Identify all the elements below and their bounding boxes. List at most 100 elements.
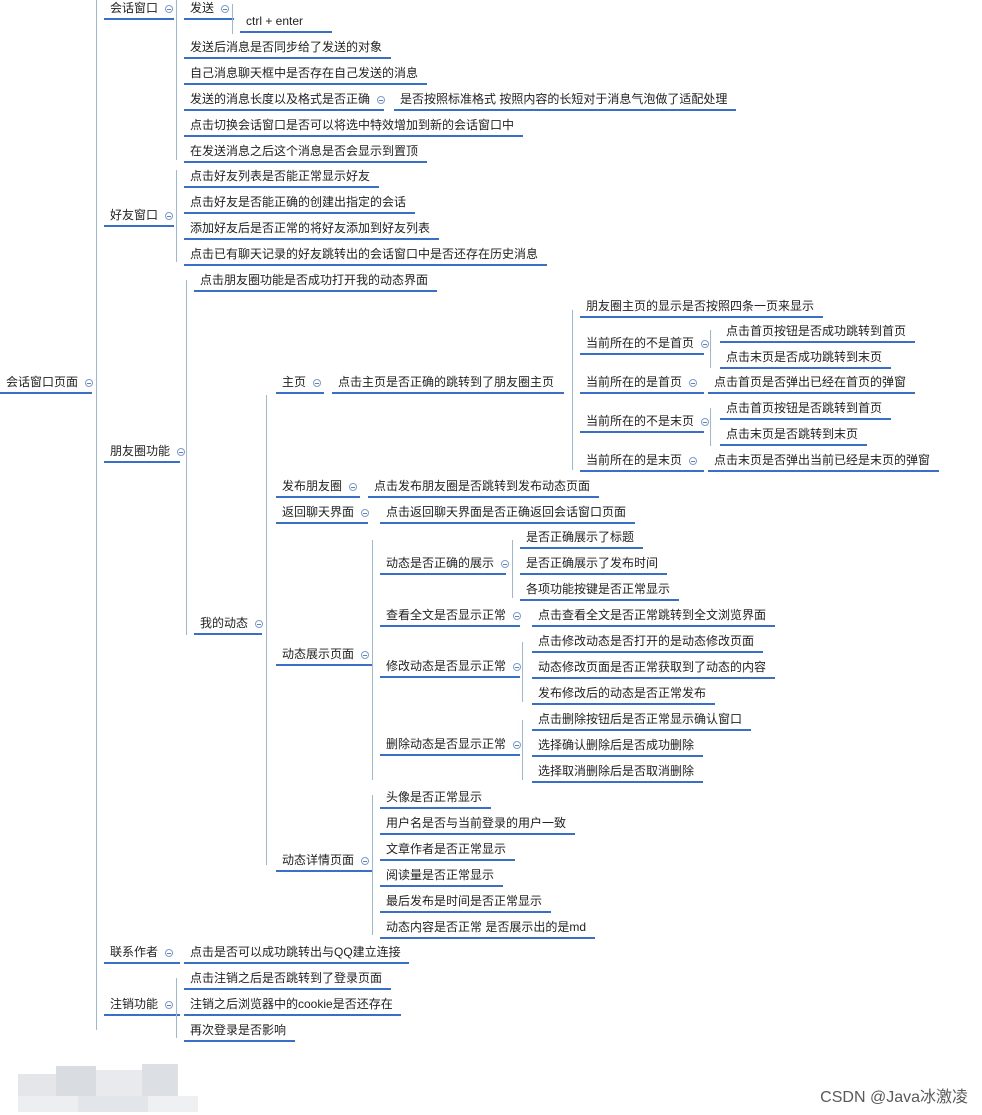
logout-item-3-underline	[184, 1040, 295, 1042]
display-edit-collapse-toggle[interactable]	[513, 663, 521, 671]
friends-item-1: 点击好友列表是否能正常显示好友	[190, 169, 371, 183]
detail-item-4: 阅读量是否正常显示	[386, 868, 495, 882]
home-not-first-2-underline	[720, 367, 891, 369]
contact-check: 点击是否可以成功跳转出与QQ建立连接	[190, 945, 401, 959]
display-edit-2: 动态修改页面是否正常获取到了动态的内容	[538, 660, 767, 674]
publish-node-collapse-toggle[interactable]	[349, 483, 357, 491]
branch-friends-collapse-toggle[interactable]	[165, 212, 173, 220]
chat-item-2-underline	[184, 83, 427, 85]
home-not-last-1-underline	[720, 418, 891, 420]
home-check-underline	[332, 392, 564, 394]
chat-item-3-collapse-toggle[interactable]	[377, 96, 385, 104]
back-check: 点击返回聊天界面是否正确返回会话窗口页面	[386, 505, 627, 519]
display-edit-2-underline	[532, 677, 775, 679]
watermark: CSDN @Java冰激凌	[820, 1089, 968, 1106]
publish-check-underline	[368, 496, 599, 498]
display-fulltext-collapse-toggle[interactable]	[513, 612, 521, 620]
chat-item-5: 在发送消息之后这个消息是否会显示到置顶	[190, 144, 419, 158]
branch-friends-underline	[104, 225, 174, 227]
home-is-first-item: 点击首页是否弹出已经在首页的弹窗	[714, 375, 907, 389]
display-edit-underline	[380, 676, 520, 678]
friends-item-3-underline	[184, 238, 439, 240]
home-not-first-2: 点击末页是否成功跳转到末页	[726, 350, 883, 364]
moments-trunk	[186, 280, 187, 635]
display-fulltext: 查看全文是否显示正常	[386, 608, 507, 622]
display-fulltext-underline	[380, 625, 520, 627]
root-node-underline	[0, 392, 92, 394]
chat-item-5-underline	[184, 161, 427, 163]
my-posts-trunk	[266, 395, 267, 865]
display-delete: 删除动态是否显示正常	[386, 737, 507, 751]
branch-moments-collapse-toggle[interactable]	[177, 448, 185, 456]
home-is-last-underline	[580, 470, 704, 472]
delete-trunk	[522, 720, 523, 780]
root-trunk	[96, 0, 97, 1030]
detail-item-5-underline	[380, 911, 551, 913]
display-delete-collapse-toggle[interactable]	[513, 741, 521, 749]
not-first-trunk	[710, 330, 711, 368]
detail-item-1: 头像是否正常显示	[386, 790, 483, 804]
publish-node-underline	[276, 496, 360, 498]
branch-contact-underline	[104, 962, 180, 964]
detail-node-underline	[276, 870, 372, 872]
detail-node: 动态详情页面	[282, 853, 355, 867]
chat-send-collapse-toggle[interactable]	[221, 5, 229, 13]
detail-node-collapse-toggle[interactable]	[361, 857, 369, 865]
moments-my-posts: 我的动态	[200, 616, 249, 630]
chat-item-2: 自己消息聊天框中是否存在自己发送的消息	[190, 66, 419, 80]
home-is-last-item-underline	[708, 470, 939, 472]
logout-item-2: 注销之后浏览器中的cookie是否还存在	[190, 997, 393, 1011]
chat-trunk	[176, 0, 177, 160]
home-node: 主页	[282, 375, 307, 389]
friends-item-4-underline	[184, 264, 547, 266]
chat-item-3-underline	[184, 109, 384, 111]
home-node-collapse-toggle[interactable]	[313, 379, 321, 387]
display-node-underline	[276, 664, 372, 666]
home-page-size: 朋友圈主页的显示是否按照四条一页来显示	[586, 299, 815, 313]
home-check: 点击主页是否正确的跳转到了朋友圈主页	[338, 375, 555, 389]
display-delete-1-underline	[532, 729, 751, 731]
moments-open-check-underline	[194, 290, 437, 292]
branch-chat-collapse-toggle[interactable]	[165, 5, 173, 13]
branch-contact-collapse-toggle[interactable]	[165, 949, 173, 957]
contact-check-underline	[184, 962, 409, 964]
display-edit: 修改动态是否显示正常	[386, 659, 507, 673]
branch-logout-collapse-toggle[interactable]	[165, 1001, 173, 1009]
friends-item-3: 添加好友后是否正常的将好友添加到好友列表	[190, 221, 431, 235]
home-not-last-1: 点击首页按钮是否跳转到首页	[726, 401, 883, 415]
logout-item-3: 再次登录是否影响	[190, 1023, 287, 1037]
chat-format-detail-underline	[394, 109, 736, 111]
root-node-collapse-toggle[interactable]	[85, 379, 93, 387]
friends-item-4: 点击已有聊天记录的好友跳转出的会话窗口中是否还存在历史消息	[190, 247, 539, 261]
chat-item-1-underline	[184, 57, 391, 59]
display-delete-underline	[380, 754, 520, 756]
moments-my-posts-collapse-toggle[interactable]	[255, 620, 263, 628]
logout-item-1-underline	[184, 988, 391, 990]
display-shown-3-underline	[520, 599, 679, 601]
display-delete-3: 选择取消删除后是否取消删除	[538, 764, 695, 778]
branch-moments-underline	[104, 461, 180, 463]
home-not-last-collapse-toggle[interactable]	[701, 418, 709, 426]
chat-item-1: 发送后消息是否同步给了发送的对象	[190, 40, 383, 54]
home-is-first-underline	[580, 392, 704, 394]
chat-send-key: ctrl + enter	[246, 14, 304, 28]
home-not-first-collapse-toggle[interactable]	[701, 340, 709, 348]
friends-trunk	[176, 170, 177, 262]
home-is-first-collapse-toggle[interactable]	[689, 379, 697, 387]
home-is-first: 当前所在的是首页	[586, 375, 683, 389]
home-is-last-item: 点击末页是否弹出当前已经是末页的弹窗	[714, 453, 931, 467]
detail-item-2: 用户名是否与当前登录的用户一致	[386, 816, 567, 830]
detail-item-1-underline	[380, 807, 491, 809]
home-is-last-collapse-toggle[interactable]	[689, 457, 697, 465]
display-fulltext-item: 点击查看全文是否正常跳转到全文浏览界面	[538, 608, 767, 622]
moments-open-check: 点击朋友圈功能是否成功打开我的动态界面	[200, 273, 429, 287]
display-trunk	[372, 540, 373, 780]
display-shown-2-underline	[520, 573, 667, 575]
back-node-collapse-toggle[interactable]	[361, 509, 369, 517]
display-node-collapse-toggle[interactable]	[361, 651, 369, 659]
home-not-first-1-underline	[720, 341, 915, 343]
detail-item-3-underline	[380, 859, 515, 861]
display-shown-2: 是否正确展示了发布时间	[526, 556, 659, 570]
chat-format-detail: 是否按照标准格式 按照内容的长短对于消息气泡做了适配处理	[400, 92, 728, 106]
display-shown-collapse-toggle[interactable]	[501, 560, 509, 568]
